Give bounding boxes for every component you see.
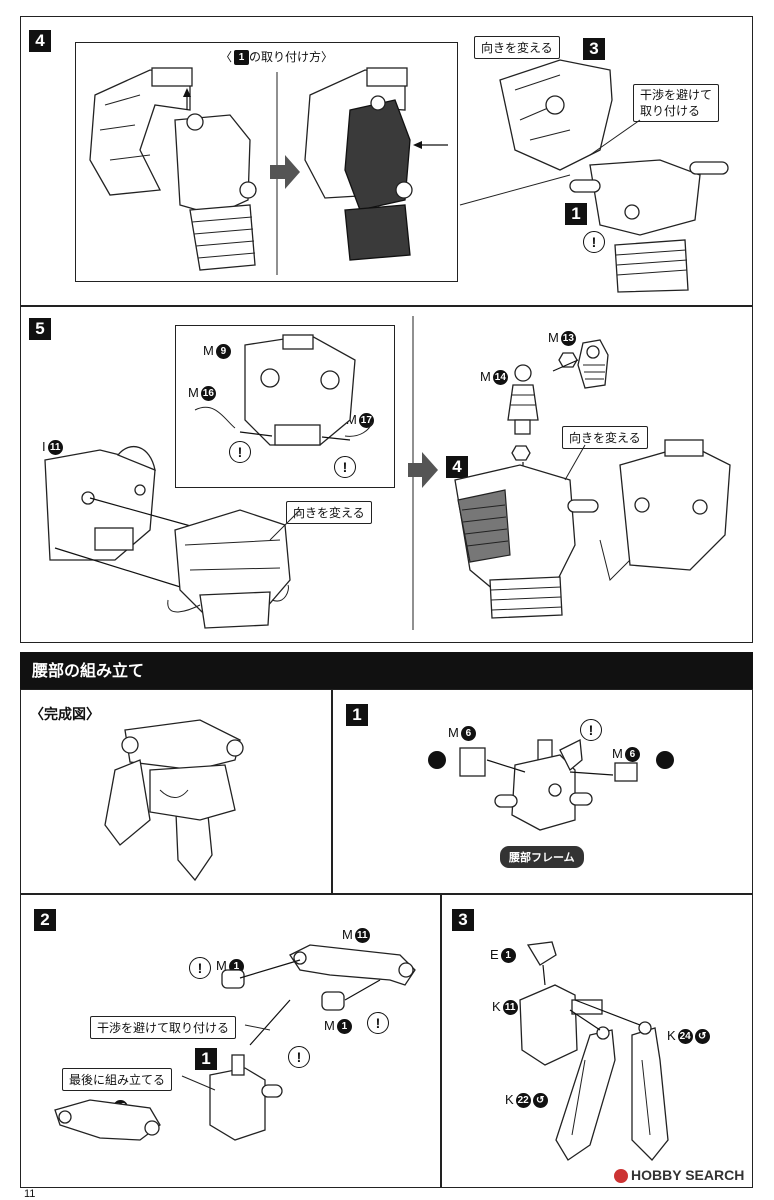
waist2-warning-icon-b: ! — [367, 1012, 389, 1034]
waist-step2-panel — [20, 894, 441, 1188]
step4-head-frame-drawing — [459, 59, 729, 293]
waist1-frame-drawing — [428, 738, 674, 831]
waist2-callout-last: 最後に組み立てる — [62, 1068, 173, 1091]
k24-mirror-icon: ↺ — [694, 1029, 710, 1045]
k22-mirror-icon: ↺ — [532, 1093, 548, 1109]
step5-sub-step-4: 4 — [446, 456, 468, 478]
waist1-warning-icon: ! — [580, 719, 602, 741]
waist-step3-number: 3 — [452, 909, 474, 931]
step4-number: 4 — [29, 30, 51, 52]
waist2-callout-avoid: 干渉を避けて取り付ける — [90, 1016, 237, 1039]
waist-section-title: 腰部の組み立て — [20, 652, 753, 689]
step5-chest-body-drawing — [167, 509, 301, 629]
step5-number: 5 — [29, 318, 51, 340]
step5-torso-assembly-drawing — [454, 439, 731, 619]
waist-step1-number: 1 — [346, 704, 368, 726]
step5-callout-turn-a: 向きを変える — [286, 501, 372, 524]
waist2-warning-icon-a: ! — [189, 957, 211, 979]
step5-warning-icon-b: ! — [334, 456, 356, 478]
step4-callout-avoid: 干渉を避けて 取り付ける — [633, 84, 720, 122]
step5-neck-parts-drawing — [507, 339, 609, 490]
waist-complete-label: 〈完成図〉 — [30, 707, 100, 723]
waist2-sub-step-1: 1 — [195, 1048, 217, 1070]
step4-callout-turn: 向きを変える — [474, 36, 560, 59]
step5-block-arrow — [408, 452, 438, 488]
step5-warning-icon-a: ! — [229, 441, 251, 463]
step4-sub-step-3: 3 — [583, 38, 605, 60]
step4-torso-assembled-drawing — [304, 67, 448, 261]
watermark: HOBBY SEARCH — [614, 1167, 744, 1184]
step5-chest-parts-drawing — [194, 334, 373, 446]
step5-shoulder-armor-drawing — [44, 446, 206, 591]
waist2-warning-icon-c: ! — [288, 1046, 310, 1068]
step5-callout-turn-b: 向きを変える — [562, 426, 648, 449]
watermark-logo-icon — [614, 1169, 628, 1184]
waist-step2-number: 2 — [34, 909, 56, 931]
step4-sub-step-1: 1 — [565, 203, 587, 225]
waist1-frame-tag: 腰部フレーム — [500, 846, 584, 868]
waist-complete-drawing — [104, 719, 244, 882]
step4-torso-open-drawing — [89, 67, 257, 271]
step4-warning-icon: ! — [583, 231, 605, 253]
page-number: 11 — [24, 1188, 36, 1200]
step4-block-arrow — [270, 155, 300, 189]
